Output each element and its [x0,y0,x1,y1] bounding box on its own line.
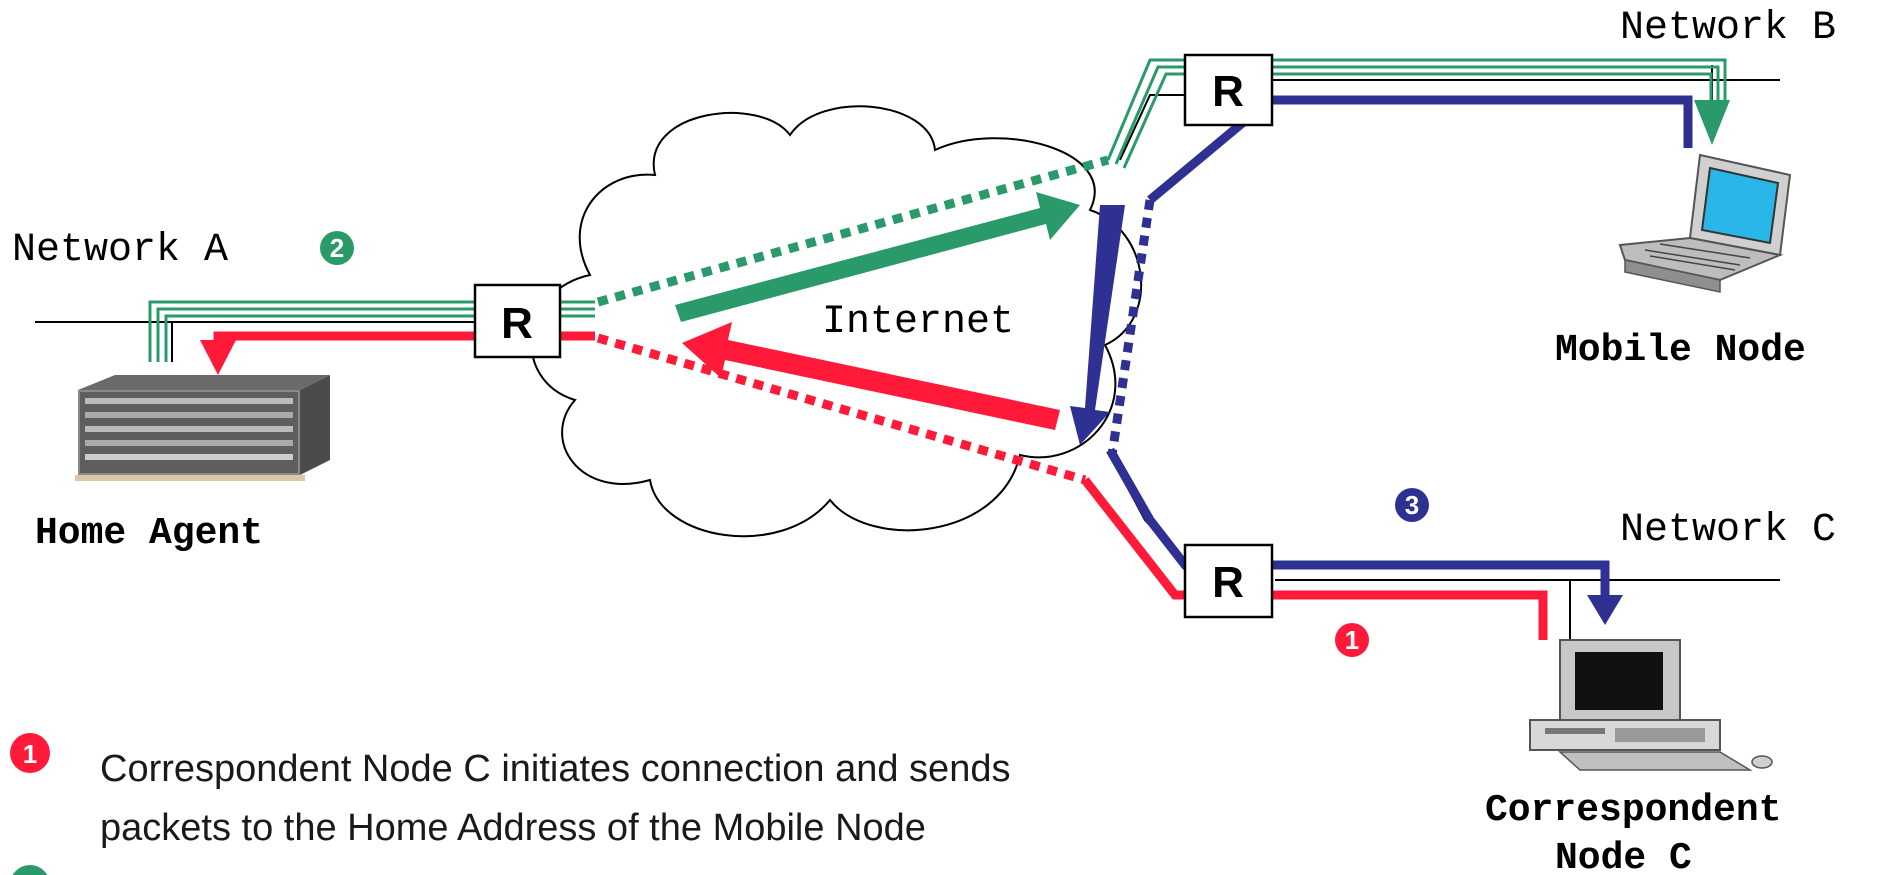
correspondent-node-computer-icon [1529,639,1773,771]
svg-text:1: 1 [1345,625,1359,655]
router-c-label: R [1212,558,1244,607]
internet-cloud [530,105,1143,538]
blue-thick-arrow [1070,205,1125,445]
green-tunnel-arrow [675,192,1080,322]
home-agent-device-icon [75,375,330,481]
correspondent-label-line1: Correspondent [1485,789,1781,832]
internet-label: Internet [822,300,1014,345]
router-b-label: R [1212,67,1244,116]
step-1-line1: Correspondent Node C initiates connectio… [100,748,1010,790]
router-a: R [473,283,562,359]
marker-3: 3 [1395,488,1429,522]
router-c: R [1183,543,1274,619]
green-tunnel-path [148,58,1727,362]
svg-text:2: 2 [330,233,344,263]
correspondent-label-line2: Node C [1555,837,1692,875]
step-1-line2: packets to the Home Address of the Mobil… [100,807,926,849]
svg-text:1: 1 [23,739,37,769]
red-dotted-link [596,333,1087,485]
network-c-label: Network C [1620,508,1836,553]
green-dotted-link [596,155,1110,307]
marker-2: 2 [320,231,354,265]
step-1-bullet [10,733,50,773]
marker-1: 1 [1335,623,1369,657]
mobile-node-label: Mobile Node [1555,329,1806,372]
blue-dotted-link [1107,199,1155,456]
blue-arrowhead-cn [1587,595,1623,625]
home-agent-label: Home Agent [35,512,263,555]
svg-text:3: 3 [1405,490,1419,520]
network-c-line [1275,579,1780,640]
green-arrowhead-mn [1694,100,1730,145]
network-a-label: Network A [12,228,228,273]
network-a-line [35,321,480,362]
step-2-bullet-partial [12,865,48,875]
mobile-node-laptop-icon [1618,153,1792,293]
router-b: R [1183,53,1274,127]
step-1-description: 1 Correspondent Node C initiates connect… [10,733,1010,849]
network-b-label: Network B [1620,6,1836,51]
router-a-label: R [501,299,533,348]
red-arrowhead-ha [200,340,236,375]
red-forward-arrow [682,322,1060,430]
